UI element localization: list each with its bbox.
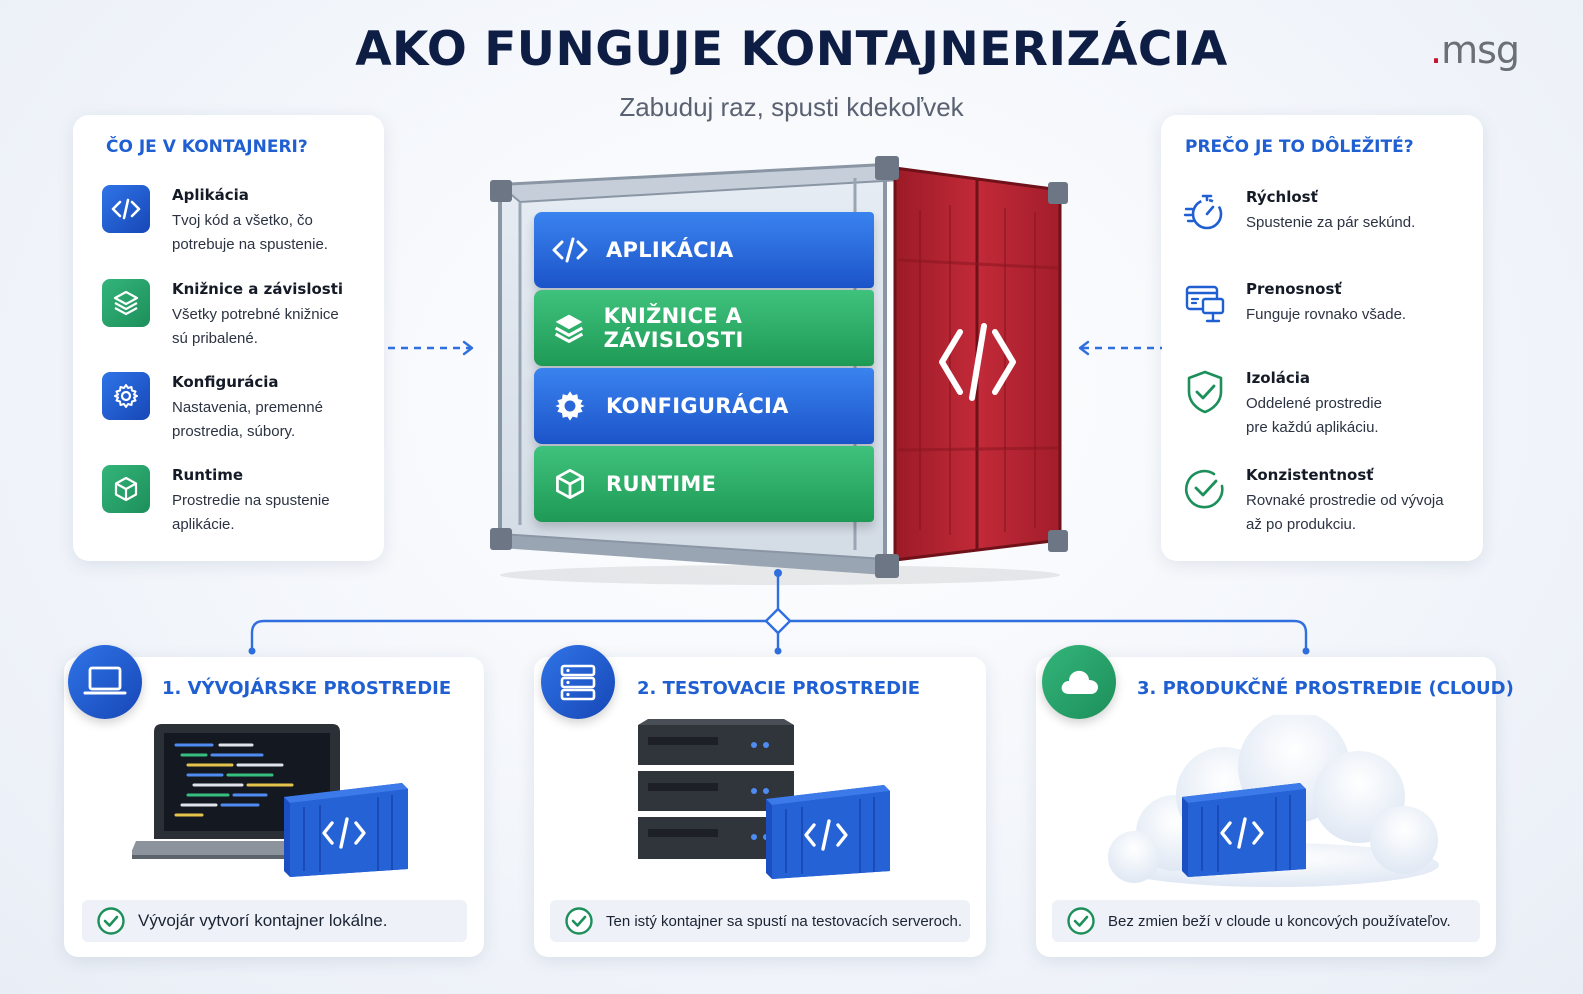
page-subtitle: Zabuduj raz, spusti kdekoľvek <box>619 92 964 122</box>
layer-runtime: RUNTIME <box>534 446 874 522</box>
layer-label: RUNTIME <box>606 472 717 496</box>
cube-icon <box>548 462 592 506</box>
container-icon <box>284 783 408 877</box>
server-icon <box>541 645 615 719</box>
benefit-item-consistency: Konzistentnosť Rovnaké prostredie od výv… <box>1181 465 1471 545</box>
benefit-item-title: Izolácia <box>1246 369 1311 387</box>
layer-application: APLIKÁCIA <box>534 212 874 288</box>
container-contents-heading: ČO JE V KONTAJNERI? <box>106 137 308 157</box>
left-arrow-icon <box>388 340 474 356</box>
code-icon <box>102 185 150 233</box>
stage-footer: Vývojár vytvorí kontajner lokálne. <box>82 900 467 942</box>
laptop-illustration <box>132 724 408 877</box>
stage-footer-text: Bez zmien beží v cloude u koncových použ… <box>1108 912 1451 930</box>
shield-check-icon <box>1181 368 1229 416</box>
layers-icon <box>548 306 590 350</box>
gear-icon <box>548 384 592 428</box>
why-important-heading: PREČO JE TO DÔLEŽITÉ? <box>1185 137 1414 157</box>
layers-icon <box>102 279 150 327</box>
benefit-item-portability: Prenosnosť Funguje rovnako všade. <box>1181 279 1471 359</box>
stage-title: 2. TESTOVACIE PROSTREDIE <box>637 678 921 699</box>
msg-logo: .msg <box>1430 28 1520 72</box>
cube-icon <box>102 465 150 513</box>
stage-footer-text: Ten istý kontajner sa spustí na testovac… <box>606 912 963 930</box>
contents-item-title: Aplikácia <box>172 186 249 204</box>
stage-footer: Bez zmien beží v cloude u koncových použ… <box>1052 900 1480 942</box>
stage-footer-text: Vývojár vytvorí kontajner lokálne. <box>138 911 388 930</box>
check-icon <box>96 906 126 936</box>
connector-lines <box>248 569 1310 655</box>
benefit-item-desc: Spustenie za pár sekúnd. <box>1246 214 1416 231</box>
container-contents-panel: ČO JE V KONTAJNERI? Aplikácia Tvoj kód a… <box>73 115 384 561</box>
contents-item-title: Konfigurácia <box>172 373 279 391</box>
stage-title: 1. VÝVOJÁRSKE PROSTREDIE <box>162 678 452 699</box>
stage-title: 3. PRODUKČNÉ PROSTREDIE (CLOUD) <box>1137 678 1514 699</box>
container-illustration: APLIKÁCIA KNIŽNICE A ZÁVISLOSTI KONFIGUR… <box>490 150 1070 585</box>
portability-icon <box>1181 279 1229 327</box>
why-important-panel: PREČO JE TO DÔLEŽITÉ? Rýchlosť Spustenie… <box>1161 115 1483 561</box>
layer-label: APLIKÁCIA <box>606 238 734 262</box>
cloud-icon <box>1042 645 1116 719</box>
benefit-item-speed: Rýchlosť Spustenie za pár sekúnd. <box>1181 187 1471 267</box>
layer-label: KONFIGURÁCIA <box>606 394 789 418</box>
stage-footer: Ten istý kontajner sa spustí na testovac… <box>550 900 970 942</box>
benefit-item-desc: Funguje rovnako všade. <box>1246 306 1407 323</box>
check-icon <box>1066 906 1096 936</box>
layer-configuration: KONFIGURÁCIA <box>534 368 874 444</box>
benefit-item-title: Rýchlosť <box>1246 188 1318 206</box>
benefit-item-title: Prenosnosť <box>1246 280 1342 298</box>
laptop-icon <box>68 645 142 719</box>
benefit-item-title: Konzistentnosť <box>1246 466 1374 484</box>
contents-item-libraries: Knižnice a závislosti Všetky potrebné kn… <box>102 279 372 359</box>
contents-item-title: Runtime <box>172 466 244 484</box>
layer-libraries: KNIŽNICE A ZÁVISLOSTI <box>534 290 874 366</box>
page-title: AKO FUNGUJE KONTAJNERIZÁCIA <box>355 22 1228 77</box>
cloud-illustration <box>1108 715 1439 887</box>
layer-label: KNIŽNICE A ZÁVISLOSTI <box>603 304 744 352</box>
contents-item-title: Knižnice a závislosti <box>172 280 344 298</box>
code-icon <box>548 228 592 272</box>
server-rack-illustration <box>638 719 890 879</box>
gear-icon <box>102 372 150 420</box>
right-arrow-icon <box>1078 340 1162 356</box>
check-icon <box>564 906 594 936</box>
stopwatch-icon <box>1181 187 1229 235</box>
logo-text: msg <box>1441 28 1520 72</box>
circle-check-icon <box>1181 465 1229 513</box>
